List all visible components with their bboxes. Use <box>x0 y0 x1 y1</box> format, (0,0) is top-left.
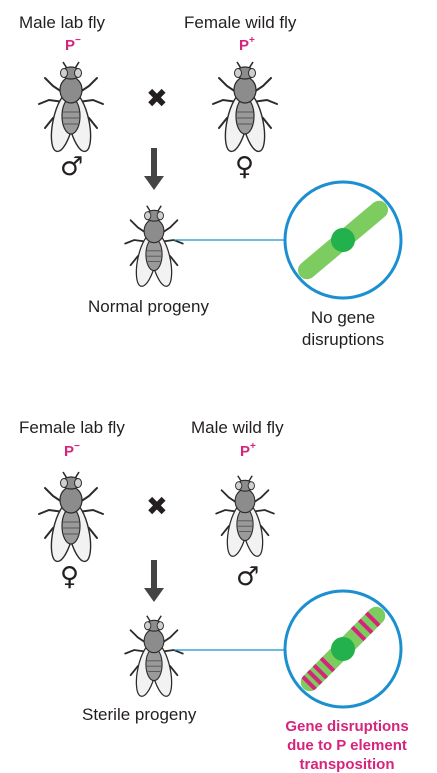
female-lab-fly-icon <box>39 472 103 563</box>
female-symbol-icon-2: ♀ <box>60 562 79 592</box>
female-p-plus-label: P+ <box>239 35 255 54</box>
normal-progeny-label: Normal progeny <box>88 297 209 316</box>
male-lab-fly-icon <box>39 62 103 153</box>
male-lab-fly-label: Male lab fly <box>19 13 105 32</box>
disrupted-chromosome-zoom-circle <box>285 591 401 707</box>
male-symbol-icon-2: ♂ <box>236 562 259 592</box>
down-arrow-icon <box>144 148 164 190</box>
sterile-progeny-label: Sterile progeny <box>82 705 197 724</box>
sterile-progeny-fly-icon <box>125 616 183 698</box>
gene-disruptions-line2: due to P element <box>287 737 407 754</box>
gene-disruptions-line1: Gene disruptions <box>285 718 408 735</box>
female-symbol-icon: ♀ <box>235 152 254 182</box>
female-wild-fly-icon <box>213 62 277 153</box>
female-lab-fly-label: Female lab fly <box>19 418 125 437</box>
male-wild-fly-label: Male wild fly <box>191 418 284 437</box>
no-gene-disruptions-line1: No gene <box>311 308 375 327</box>
down-arrow-icon-2 <box>144 560 164 602</box>
female-p-minus-label: P− <box>64 441 80 460</box>
cross-icon-2: ✖ <box>146 492 168 522</box>
gene-disruptions-line3: transposition <box>299 756 394 773</box>
normal-chromosome-zoom-circle <box>285 182 401 298</box>
male-symbol-icon: ♂ <box>60 152 83 182</box>
male-p-plus-label: P+ <box>240 441 256 460</box>
male-p-minus-label: P− <box>65 35 81 54</box>
male-wild-fly-icon <box>216 476 274 558</box>
cross-icon: ✖ <box>146 84 168 114</box>
normal-progeny-fly-icon <box>125 206 183 288</box>
female-wild-fly-label: Female wild fly <box>184 13 297 32</box>
no-gene-disruptions-line2: disruptions <box>302 330 384 349</box>
